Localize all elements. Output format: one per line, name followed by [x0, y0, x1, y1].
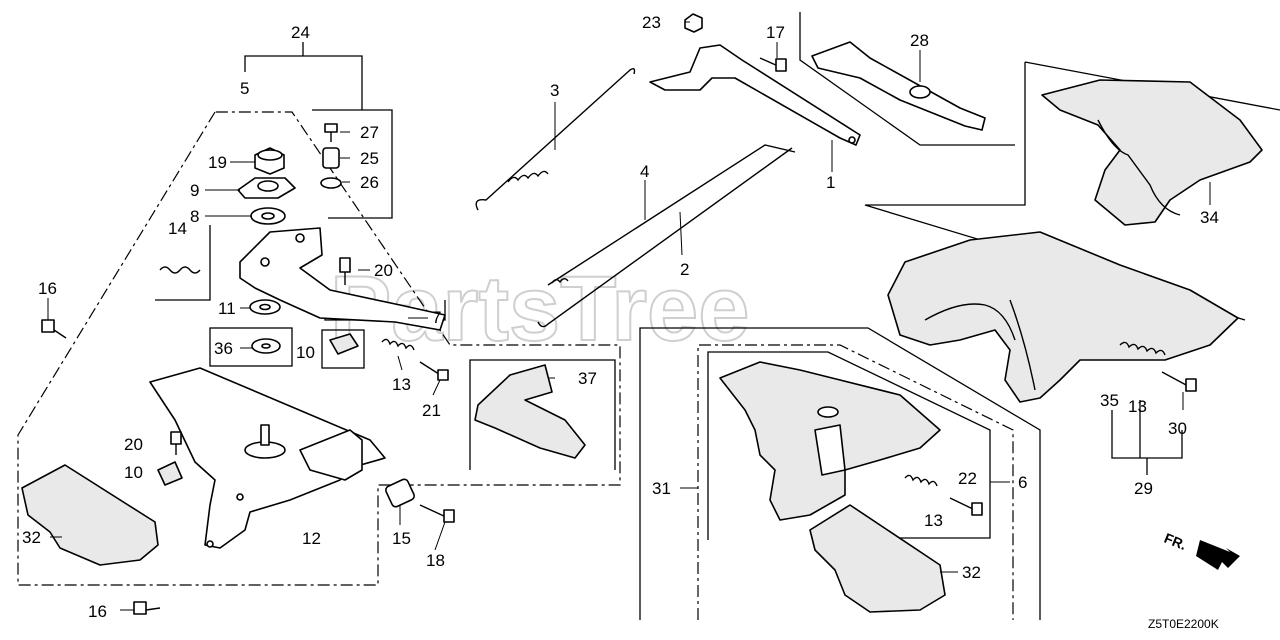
callout-8: 8 — [190, 207, 199, 226]
bracket-24 — [244, 55, 363, 110]
callout-32b: 32 — [962, 563, 981, 582]
rod-3 — [475, 67, 636, 211]
callout-17: 17 — [766, 23, 785, 42]
rod-2 — [537, 147, 793, 328]
callout-28: 28 — [910, 31, 929, 50]
box-28 — [799, 12, 1015, 146]
callout-37: 37 — [578, 369, 597, 388]
bracket-28 — [811, 41, 986, 131]
callout-16b: 16 — [88, 602, 107, 621]
nut-23 — [684, 13, 703, 33]
guard-6 — [719, 361, 941, 521]
callout-35: 35 — [1100, 391, 1119, 410]
arm-7 — [239, 227, 446, 331]
bolt-27 — [324, 123, 338, 142]
bolt-17 — [759, 57, 787, 72]
diagram-code: Z5T0E2200K — [1148, 617, 1219, 631]
callout-20a: 20 — [374, 261, 393, 280]
callout-31: 31 — [652, 479, 671, 498]
spring-13b — [904, 474, 938, 487]
front-arrow-icon — [1196, 540, 1240, 570]
callout-13b: 13 — [924, 511, 943, 530]
callout-7: 7 — [432, 308, 441, 327]
callout-2: 2 — [680, 260, 689, 279]
callout-19: 19 — [208, 153, 227, 172]
washer-11 — [249, 299, 281, 315]
box-36 — [209, 327, 293, 367]
bracket-37 — [474, 364, 586, 459]
bolt-22 — [949, 497, 983, 516]
callout-29: 29 — [1134, 479, 1153, 498]
bar-1 — [649, 44, 861, 146]
spring-14 — [159, 266, 201, 274]
callout-4: 4 — [640, 162, 649, 181]
callout-21: 21 — [422, 401, 441, 420]
collar-25 — [322, 147, 340, 169]
callout-26: 26 — [360, 173, 379, 192]
callout-24: 24 — [291, 23, 310, 42]
callout-10b: 10 — [124, 463, 143, 482]
box-14 — [155, 225, 211, 301]
callout-11: 11 — [218, 299, 236, 318]
callout-34: 34 — [1200, 208, 1219, 227]
plate-12 — [149, 367, 386, 549]
spring-13c — [1119, 341, 1166, 356]
washer-36 — [251, 338, 281, 354]
cover-34 — [1041, 79, 1263, 226]
pad-32a — [21, 464, 159, 566]
callout-12: 12 — [302, 529, 321, 548]
callout-36: 36 — [214, 339, 233, 358]
pad-32b — [809, 504, 946, 613]
callout-10a: 10 — [296, 343, 315, 362]
spring-3 — [507, 170, 549, 183]
leader-lines — [47, 21, 1211, 611]
clip-10 — [329, 333, 359, 355]
bolt-21 — [419, 361, 449, 381]
rod-4 — [547, 144, 796, 286]
washer-8 — [250, 207, 286, 225]
spring-4 — [551, 278, 569, 284]
callout-labels: 1 2 3 4 5 6 7 8 9 10 10 11 12 13 13 13 1… — [22, 13, 1219, 621]
group-5-outline — [17, 111, 621, 586]
fitting-20 — [339, 257, 351, 285]
nut-19 — [254, 147, 285, 175]
box-31 — [639, 327, 1041, 620]
callout-15: 15 — [392, 529, 411, 548]
callout-32a: 32 — [22, 528, 41, 547]
callout-16a: 16 — [38, 279, 57, 298]
callout-1: 1 — [826, 173, 835, 192]
bolt-16b — [133, 601, 161, 615]
bolt-16a — [41, 319, 67, 339]
clip-10b — [157, 461, 183, 486]
bolt-30 — [1161, 371, 1197, 392]
callout-22: 22 — [958, 469, 977, 488]
spring-13a — [381, 338, 415, 351]
callout-20b: 20 — [124, 435, 143, 454]
cover-main — [887, 231, 1239, 403]
collar-15 — [384, 478, 416, 508]
box-37 — [469, 359, 616, 470]
box-10 — [321, 329, 365, 369]
front-indicator: FR. — [1162, 530, 1189, 553]
fitting-20b — [170, 431, 182, 455]
callout-30: 30 — [1168, 419, 1187, 438]
callout-13a: 13 — [392, 375, 411, 394]
callout-18: 18 — [426, 551, 445, 570]
box-6 — [707, 351, 991, 540]
lever-9 — [237, 177, 296, 199]
washer-26 — [320, 177, 342, 189]
callout-5: 5 — [240, 79, 249, 98]
callout-23: 23 — [642, 13, 661, 32]
callout-27: 27 — [360, 123, 379, 142]
box-25-27 — [312, 109, 393, 219]
callout-3: 3 — [550, 81, 559, 100]
callout-14: 14 — [168, 219, 187, 238]
dashed-6 — [697, 344, 1014, 620]
callout-9: 9 — [190, 181, 199, 200]
callout-13c: 13 — [1128, 397, 1147, 416]
callout-6: 6 — [1018, 473, 1027, 492]
callout-25: 25 — [360, 149, 379, 168]
bolt-18 — [419, 504, 455, 523]
